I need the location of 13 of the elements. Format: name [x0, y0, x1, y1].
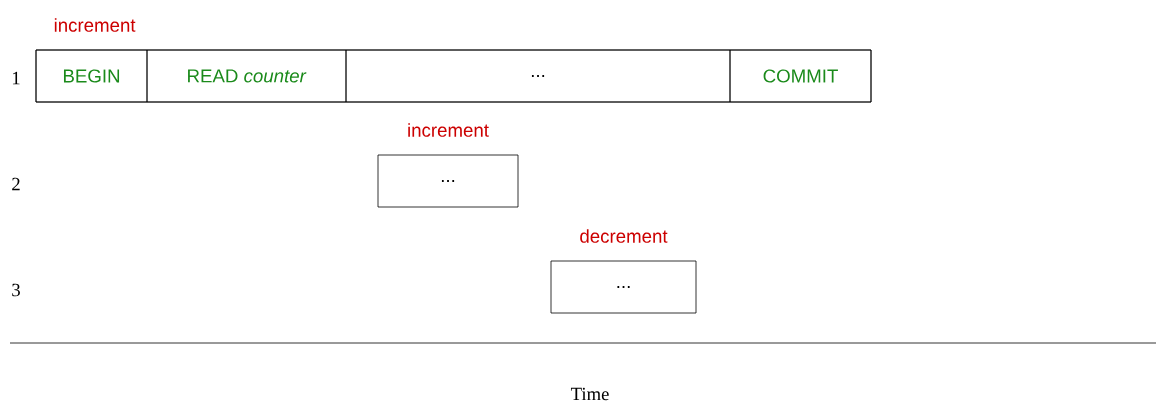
step-cell: READ counter — [146, 49, 347, 103]
transaction-name: increment — [54, 18, 136, 32]
row-number: 1 — [12, 71, 20, 85]
step-cell: COMMIT — [729, 49, 872, 103]
step-cell: ... — [345, 49, 731, 103]
transaction-name: increment — [408, 123, 489, 137]
row-number: 3 — [12, 283, 20, 297]
transaction-box: ... — [550, 260, 697, 314]
transaction-box: ... — [377, 154, 519, 208]
axis-label: Time — [570, 387, 609, 401]
step-cell: BEGIN — [35, 49, 148, 103]
row-number: 2 — [12, 177, 20, 191]
transaction-name: decrement — [580, 229, 668, 243]
